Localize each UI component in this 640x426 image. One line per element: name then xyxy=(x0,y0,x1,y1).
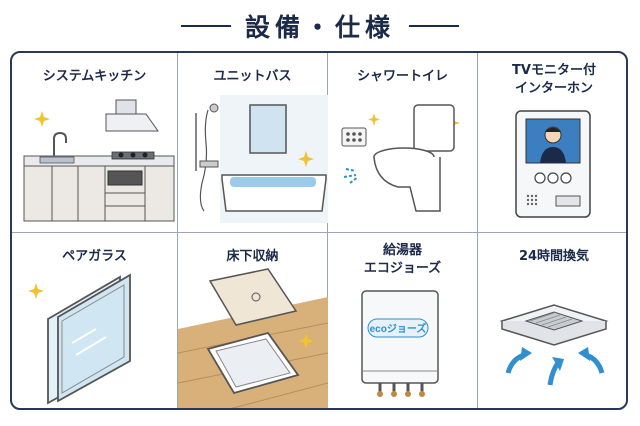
feature-tv-intercom: TVモニター付 インターホン xyxy=(478,53,626,233)
feature-label: 24時間換気 xyxy=(518,249,590,264)
toilet-icon xyxy=(341,104,460,212)
feature-shower-toilet: シャワートイレ xyxy=(328,53,478,233)
feature-label: ペアガラス xyxy=(62,249,127,264)
feature-label: ユニットバス xyxy=(213,69,292,84)
feature-water-heater: 給湯器 エコジョーズ ecoジョーズ xyxy=(328,233,478,408)
intercom-icon xyxy=(515,110,591,218)
feature-label: 給湯器 エコジョーズ xyxy=(363,243,442,276)
underfloor-storage-icon xyxy=(178,268,328,408)
page-title: 設備・仕様 xyxy=(244,13,395,42)
title-right-rule xyxy=(409,25,459,27)
feature-24h-ventilation: 24時間換気 xyxy=(478,233,626,408)
title-left-rule xyxy=(180,25,231,27)
kitchen-icon xyxy=(23,99,175,222)
water-heater-icon: ecoジョーズ xyxy=(361,290,439,397)
feature-underfloor-storage: 床下収納 xyxy=(178,233,328,408)
feature-label: 床下収納 xyxy=(226,249,279,264)
feature-unit-bath: ユニットバス xyxy=(178,53,328,233)
feature-pair-glass: ペアガラス xyxy=(12,233,178,408)
feature-label: TVモニター付 インターホン xyxy=(512,63,596,96)
features-grid: システムキッチン ユニットバス xyxy=(10,51,628,410)
feature-label: シャワートイレ xyxy=(356,69,448,84)
header: 設備・仕様 xyxy=(0,8,640,44)
bathtub-icon xyxy=(195,95,328,223)
pair-glass-icon xyxy=(28,273,131,405)
eco-jozu-badge: ecoジョーズ xyxy=(370,322,427,335)
feature-label: システムキッチン xyxy=(42,69,147,84)
feature-system-kitchen: システムキッチン xyxy=(12,53,178,233)
ventilation-fan-icon xyxy=(499,304,609,386)
